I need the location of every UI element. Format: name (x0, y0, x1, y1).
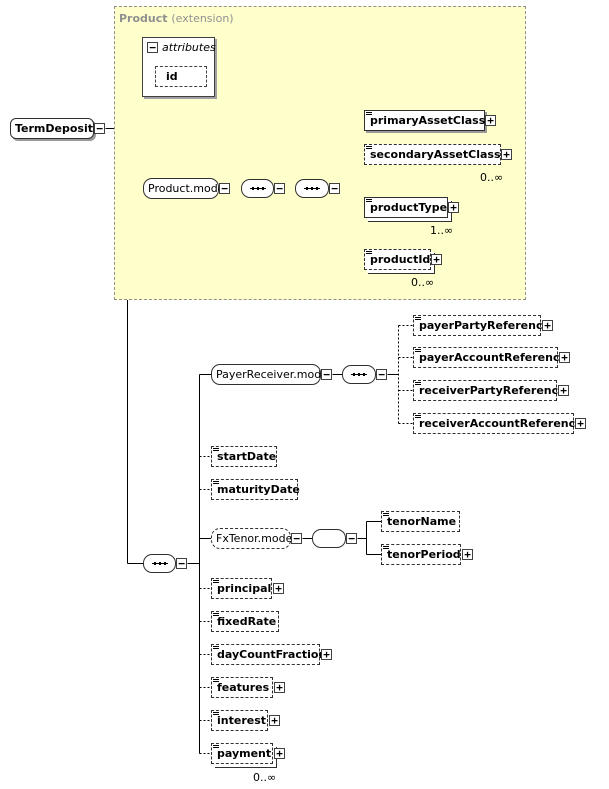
element-daycountfraction[interactable]: dayCountFraction (211, 644, 326, 665)
element-label: startDate (217, 450, 277, 463)
element-tenorperiod[interactable]: tenorPeriod (381, 544, 461, 565)
payerreceiver-collapse-toggle[interactable]: − (321, 369, 332, 380)
element-label: receiverAccountReference (419, 417, 583, 430)
sequence-collapse-toggle[interactable]: − (376, 369, 387, 380)
sequence-collapse-toggle[interactable]: − (329, 183, 340, 194)
element-features[interactable]: features (211, 677, 273, 698)
element-label: primaryAssetClass (370, 114, 486, 127)
group-label: Product.model (148, 182, 228, 195)
occurrence-label: 0..∞ (253, 771, 277, 784)
features-expand-toggle[interactable]: + (274, 682, 285, 693)
extension-title: Product (extension) (119, 12, 234, 25)
element-principal[interactable]: principal (211, 578, 272, 599)
element-label: receiverPartyReference (419, 384, 566, 397)
element-productid[interactable]: productId (364, 249, 431, 270)
element-label: payerPartyReference (419, 319, 550, 332)
element-label: productId (370, 253, 431, 266)
element-producttype[interactable]: productType (364, 197, 448, 218)
sequence-collapse-toggle[interactable]: − (274, 183, 285, 194)
group-label: PayerReceiver.model (216, 368, 332, 381)
payment-expand-toggle[interactable]: + (274, 748, 285, 759)
principal-expand-toggle[interactable]: + (273, 583, 284, 594)
element-payerpartyreference[interactable]: payerPartyReference (413, 315, 550, 336)
sequence-collapse-toggle[interactable]: − (176, 558, 187, 569)
attribute-id: id (155, 66, 207, 87)
occurrence-label: 0..∞ (411, 276, 435, 289)
element-label: features (217, 681, 270, 694)
secondaryassetclass-expand-toggle[interactable]: + (501, 149, 512, 160)
daycountfraction-expand-toggle[interactable]: + (321, 649, 332, 660)
element-label: dayCountFraction (217, 648, 327, 661)
termdeposit-collapse-toggle[interactable]: − (94, 123, 105, 134)
fxtenor-collapse-toggle[interactable]: − (291, 533, 302, 544)
element-label: fixedRate (217, 615, 277, 628)
sequence-compositor[interactable] (295, 179, 329, 198)
element-label: secondaryAssetClass (370, 148, 501, 161)
product-model-group[interactable]: Product.model (143, 178, 228, 199)
element-label: tenorPeriod (387, 548, 461, 561)
payerpartyreference-expand-toggle[interactable]: + (542, 320, 553, 331)
tenorperiod-expand-toggle[interactable]: + (462, 549, 473, 560)
element-label: payerAccountReference (419, 351, 567, 364)
element-payment[interactable]: payment (211, 743, 273, 764)
primaryassetclass-expand-toggle[interactable]: + (485, 115, 496, 126)
sequence-compositor[interactable] (342, 365, 376, 384)
choice-compositor[interactable] (312, 529, 346, 548)
element-maturitydate[interactable]: maturityDate (211, 479, 300, 500)
element-label: interest (217, 714, 267, 727)
choice-collapse-toggle[interactable]: − (346, 533, 357, 544)
element-fixedrate[interactable]: fixedRate (211, 611, 279, 632)
attributes-label: attributes (162, 41, 216, 54)
element-label: maturityDate (217, 483, 300, 496)
element-label: payment (217, 747, 272, 760)
interest-expand-toggle[interactable]: + (269, 715, 280, 726)
element-payeraccountreference[interactable]: payerAccountReference (413, 347, 567, 368)
occurrence-label: 1..∞ (430, 224, 454, 237)
element-startdate[interactable]: startDate (211, 446, 277, 467)
element-tenorname[interactable]: tenorName (381, 511, 460, 532)
sequence-compositor[interactable] (143, 554, 176, 573)
element-label: tenorName (387, 515, 457, 528)
producttype-expand-toggle[interactable]: + (448, 202, 459, 213)
sequence-compositor[interactable] (241, 179, 274, 198)
element-label: principal (217, 582, 272, 595)
payeraccountreference-expand-toggle[interactable]: + (559, 352, 570, 363)
element-receiverpartyreference[interactable]: receiverPartyReference (413, 380, 566, 401)
receiveraccountreference-expand-toggle[interactable]: + (575, 418, 586, 429)
fxtenor-model-group[interactable]: FxTenor.model (211, 528, 295, 549)
productid-expand-toggle[interactable]: + (431, 254, 442, 265)
attributes-collapse-toggle[interactable]: − (147, 42, 158, 53)
element-primaryassetclass[interactable]: primaryAssetClass (364, 110, 485, 131)
element-secondaryassetclass[interactable]: secondaryAssetClass (364, 144, 501, 165)
root-element-termdeposit[interactable]: TermDeposit (10, 118, 94, 139)
root-element-label: TermDeposit (15, 122, 93, 135)
product-model-collapse-toggle[interactable]: − (219, 183, 230, 194)
element-receiveraccountreference[interactable]: receiverAccountReference (413, 413, 583, 434)
group-label: FxTenor.model (216, 532, 296, 545)
occurrence-label: 0..∞ (480, 171, 504, 184)
receiverpartyreference-expand-toggle[interactable]: + (558, 385, 569, 396)
payerreceiver-model-group[interactable]: PayerReceiver.model (211, 364, 331, 385)
element-label: productType (370, 201, 448, 214)
element-interest[interactable]: interest (211, 710, 268, 731)
